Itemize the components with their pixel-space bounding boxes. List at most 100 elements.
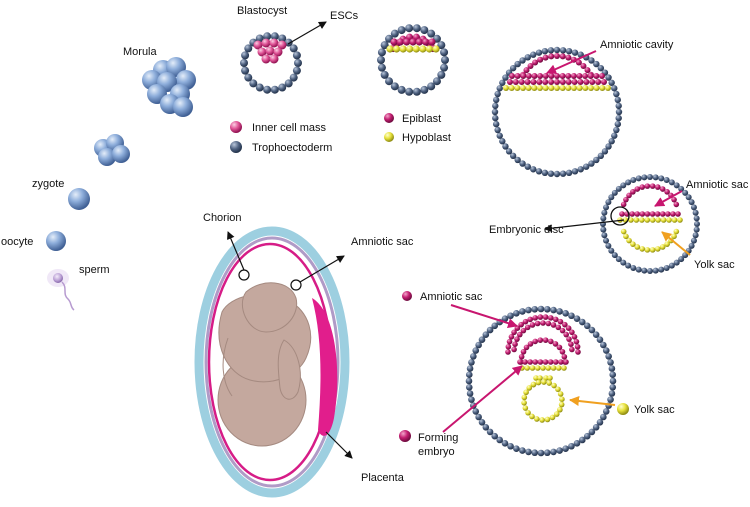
cell-bead [496, 85, 503, 92]
cell-bead [547, 315, 554, 321]
cell-bead [601, 79, 607, 85]
cell-bead [605, 353, 612, 360]
cell-bead [509, 73, 515, 79]
cell-bead [530, 381, 537, 388]
amniotic-sac-label-2: Amniotic sac [351, 236, 414, 248]
cell-bead [555, 386, 561, 393]
cell-bead [639, 217, 645, 223]
cell-bead [668, 262, 675, 269]
cell-bead [659, 211, 666, 217]
cell-bead [630, 189, 636, 195]
cell-bead [580, 63, 587, 70]
cell-bead [608, 138, 615, 145]
cell-bead [432, 45, 440, 53]
cell-bead [492, 102, 499, 110]
cell-bead [529, 322, 536, 328]
cell-bead [605, 85, 611, 91]
cell-bead [536, 79, 543, 85]
sperm-label: sperm [79, 264, 110, 276]
cell-bead [543, 449, 551, 457]
cell-bead [405, 24, 414, 33]
cell-bead [595, 79, 602, 85]
cell-bead [559, 348, 566, 355]
cell-bead [419, 45, 427, 53]
cell-bead [603, 237, 610, 244]
cell-bead [562, 445, 569, 452]
cell-bead [523, 344, 530, 351]
cell-bead [244, 44, 253, 53]
cell-bead [472, 408, 480, 415]
cleavage-cells [94, 134, 130, 166]
cell-bead [688, 242, 695, 249]
cell-bead [587, 73, 594, 79]
cell-bead [545, 365, 552, 371]
cell-bead [630, 177, 637, 184]
cell-bead [241, 66, 250, 75]
cell-bead [492, 120, 500, 128]
bilaminar-blastocyst [377, 24, 449, 96]
escs-arrow [287, 21, 327, 45]
cell-bead [534, 365, 541, 371]
cell-bead [623, 196, 629, 203]
cell-bead [619, 211, 625, 217]
cell-bead [514, 73, 521, 79]
cell-bead [605, 199, 612, 206]
cell-bead [509, 64, 517, 72]
cell-bead [550, 306, 557, 314]
cell-bead [405, 87, 414, 96]
cell-bead [466, 390, 474, 397]
cell-bead [386, 45, 394, 53]
cell-bead [537, 56, 544, 63]
cell-bead [524, 163, 531, 170]
cell-bead [647, 174, 653, 180]
cell-bead [525, 409, 531, 416]
cell-bead [647, 268, 653, 274]
cell-bead [692, 209, 699, 216]
cell-bead [693, 226, 700, 233]
cell-bead [609, 377, 617, 385]
cell-bead [278, 34, 287, 43]
cell-bead [548, 338, 554, 345]
cell-bead [584, 67, 591, 74]
cell-bead [542, 54, 549, 61]
cell-bead [492, 114, 499, 122]
cell-bead [592, 423, 600, 431]
cell-bead [412, 87, 421, 96]
cell-bead [553, 411, 560, 417]
yolk-sac-label-1: Yolk sac [694, 259, 735, 271]
cell-bead [385, 77, 394, 86]
cell-bead [475, 341, 482, 349]
blastocyst-label: Blastocyst [237, 5, 287, 17]
cell-bead [518, 79, 525, 85]
cell-bead [553, 170, 561, 178]
cell-bead [412, 24, 421, 33]
cell-bead [432, 77, 441, 86]
cell-bead [607, 359, 614, 366]
cell-bead [541, 169, 549, 177]
cell-bead [597, 152, 605, 160]
cell-bead [673, 228, 680, 235]
cell-bead [294, 59, 302, 67]
cell-bead [415, 38, 423, 46]
cell-bead [614, 120, 622, 128]
cell-bead [644, 211, 651, 217]
cell-bead [573, 440, 581, 447]
cell-bead [255, 34, 264, 43]
cell-bead [652, 267, 659, 274]
cell-bead [521, 400, 527, 406]
cell-bead [644, 247, 651, 253]
cell-bead [665, 211, 671, 217]
cell-bead [541, 47, 549, 55]
cell-bead [571, 79, 578, 85]
cell-bead [289, 44, 298, 53]
cell-bead [507, 79, 513, 85]
cell-bead [482, 423, 490, 431]
cell-bead [620, 259, 627, 266]
cell-bead [554, 85, 560, 91]
cell-bead [559, 73, 566, 79]
cell-bead [263, 85, 272, 94]
cell-bead [518, 353, 525, 360]
placenta-shape [312, 298, 338, 436]
oocyte-label: oocyte [1, 236, 33, 248]
